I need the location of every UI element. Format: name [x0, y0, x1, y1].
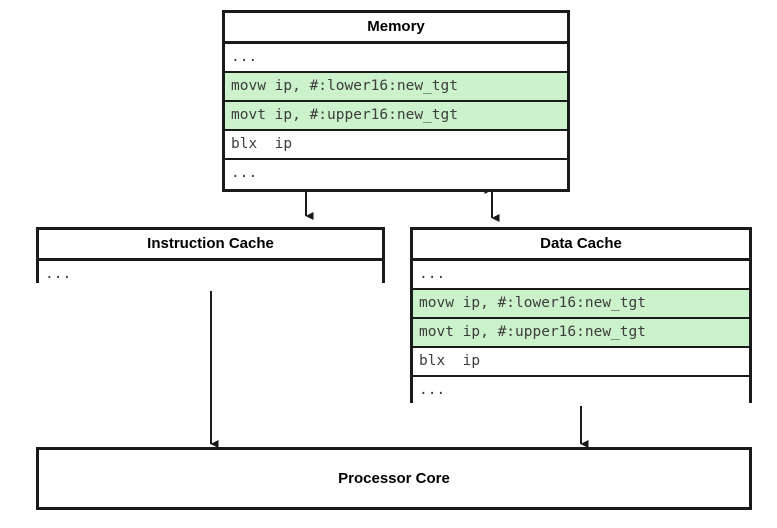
memory-row: ... — [225, 160, 567, 189]
processor-core-box: Processor Core — [36, 447, 752, 510]
data-cache-row: movw ip, #:lower16:new_tgt — [413, 290, 749, 319]
data-cache-row: blx ip — [413, 348, 749, 377]
instruction-cache-title: Instruction Cache — [39, 230, 382, 261]
data-cache-row: ... — [413, 261, 749, 290]
memory-row: blx ip — [225, 131, 567, 160]
memory-rows: ... movw ip, #:lower16:new_tgt movt ip, … — [225, 44, 567, 189]
memory-row: movt ip, #:upper16:new_tgt — [225, 102, 567, 131]
memory-title: Memory — [225, 13, 567, 44]
memory-row: movw ip, #:lower16:new_tgt — [225, 73, 567, 102]
data-cache-rows: ... movw ip, #:lower16:new_tgt movt ip, … — [413, 261, 749, 406]
data-cache-box: Data Cache ... movw ip, #:lower16:new_tg… — [410, 227, 752, 406]
memory-row: ... — [225, 44, 567, 73]
data-cache-row: movt ip, #:upper16:new_tgt — [413, 319, 749, 348]
memory-box: Memory ... movw ip, #:lower16:new_tgt mo… — [222, 10, 570, 192]
instruction-cache-rows: ... — [39, 261, 382, 291]
instruction-cache-row: ... — [39, 261, 382, 291]
processor-core-title: Processor Core — [338, 470, 450, 487]
data-cache-row: ... — [413, 377, 749, 406]
instruction-cache-box: Instruction Cache ... — [36, 227, 385, 291]
data-cache-title: Data Cache — [413, 230, 749, 261]
